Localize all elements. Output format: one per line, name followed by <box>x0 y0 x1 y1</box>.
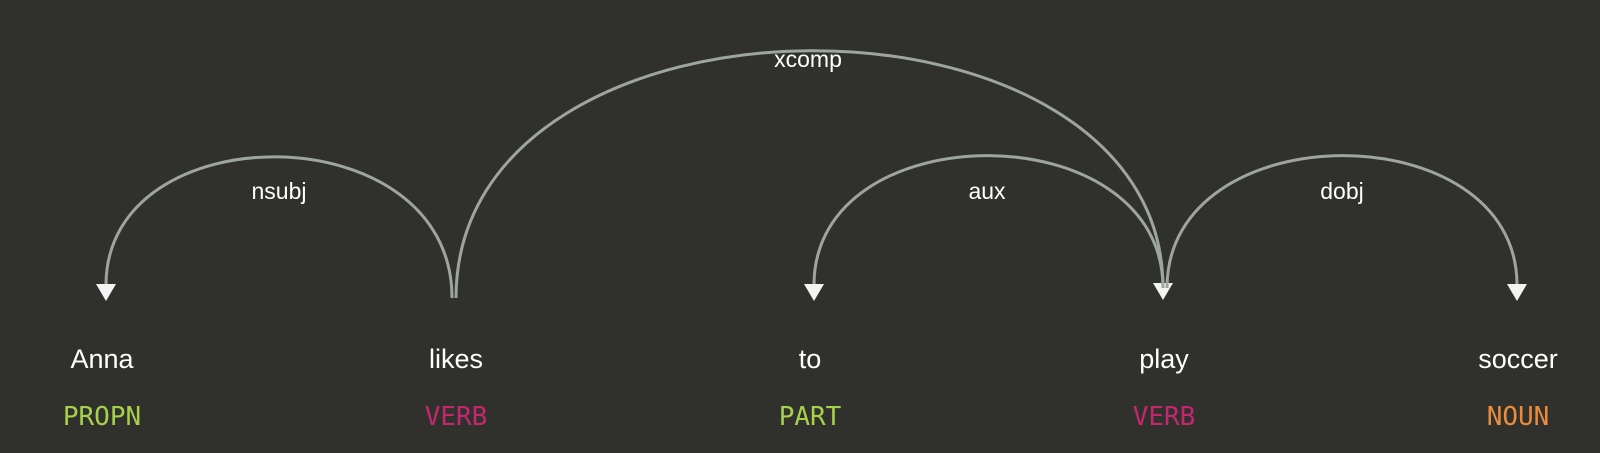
token-word: to <box>799 344 822 374</box>
dependency-arcs: nsubj xcomp aux dobj <box>96 46 1527 301</box>
arrowhead-aux <box>804 284 824 301</box>
arc-label-aux: aux <box>968 178 1006 204</box>
token-to: to PART <box>779 344 842 432</box>
token-play: play VERB <box>1133 344 1196 432</box>
arc-nsubj <box>104 155 454 299</box>
arc-dobj <box>1165 154 1519 289</box>
arc-label-dobj: dobj <box>1320 178 1363 204</box>
tokens: Anna PROPN likes VERB to PART play VERB … <box>63 344 1558 432</box>
arc-label-nsubj: nsubj <box>252 178 307 204</box>
token-pos-tag: PROPN <box>63 402 141 432</box>
token-pos-tag: VERB <box>1133 402 1196 432</box>
token-word: likes <box>429 344 483 374</box>
token-soccer: soccer NOUN <box>1478 344 1558 432</box>
token-likes: likes VERB <box>425 344 488 432</box>
arc-label-xcomp: xcomp <box>774 46 842 72</box>
arrowhead-dobj <box>1507 284 1527 301</box>
token-pos-tag: NOUN <box>1487 402 1550 432</box>
token-anna: Anna PROPN <box>63 344 141 432</box>
token-word: Anna <box>70 344 134 374</box>
token-word: play <box>1139 344 1189 374</box>
token-word: soccer <box>1478 344 1558 374</box>
token-pos-tag: PART <box>779 402 842 432</box>
arc-xcomp <box>454 49 1165 299</box>
arrowhead-nsubj <box>96 284 116 301</box>
token-pos-tag: VERB <box>425 402 488 432</box>
arc-aux <box>812 154 1165 289</box>
